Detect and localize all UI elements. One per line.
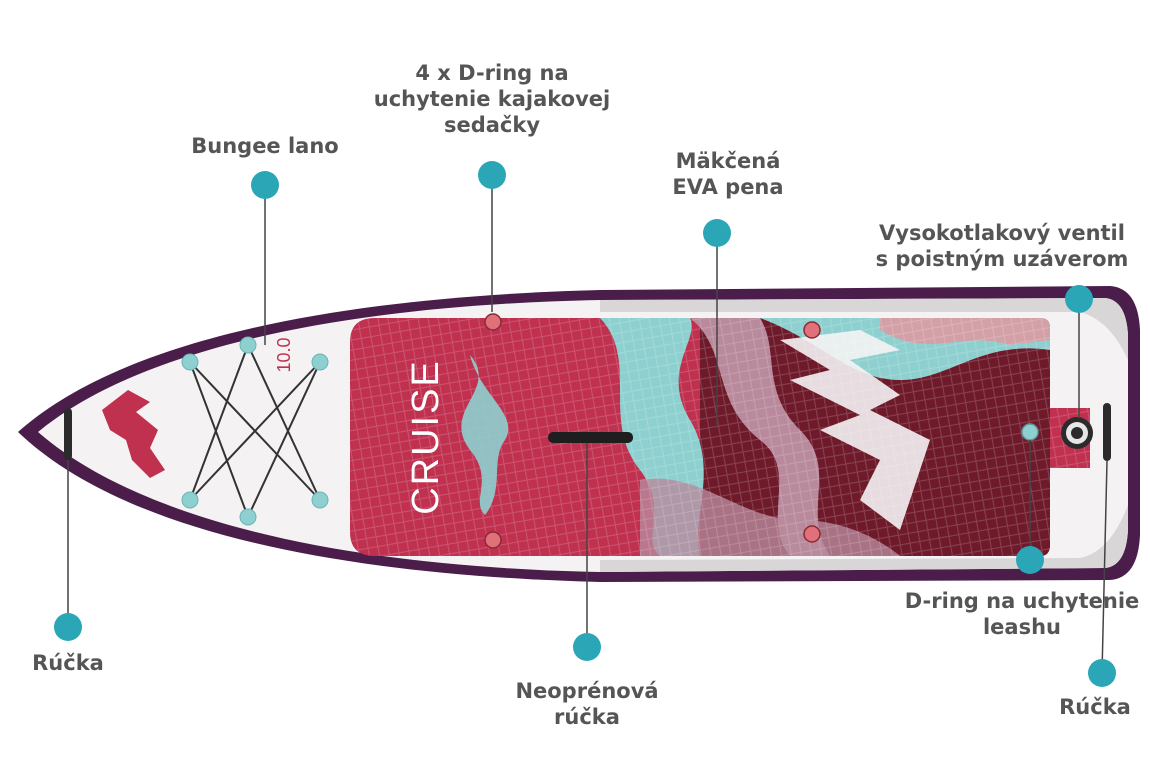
f2-logo (102, 390, 165, 478)
callout-lines (67, 175, 1108, 674)
board-size-text: 10.0 (274, 337, 294, 372)
bungee-anchors (181, 336, 329, 526)
deck-pad (350, 318, 1090, 556)
tail-handle (1103, 403, 1111, 461)
callout-dot-bungee (251, 171, 279, 199)
callout-dot-eva (703, 219, 731, 247)
center-neoprene-handle (548, 432, 633, 443)
nose-handle (64, 408, 72, 460)
callout-dot-valve (1065, 285, 1093, 313)
callout-dot-neoprene (573, 633, 601, 661)
label-bungee: Bungee lano (191, 134, 339, 158)
label-handle-right: Rúčka (1059, 695, 1131, 719)
callout-dot-ring-seat (478, 161, 506, 189)
label-handle-left: Rúčka (32, 651, 104, 675)
board-model-text: CRUISE (405, 359, 447, 515)
callout-dot-handle-left (54, 613, 82, 641)
bungee-cord (189, 344, 321, 518)
leash-d-ring (1021, 423, 1039, 441)
callout-dots (54, 161, 1116, 687)
callout-dot-leash (1016, 546, 1044, 574)
seat-d-rings (484, 313, 821, 549)
pressure-valve (1061, 417, 1093, 449)
callout-dot-handle-right (1088, 659, 1116, 687)
